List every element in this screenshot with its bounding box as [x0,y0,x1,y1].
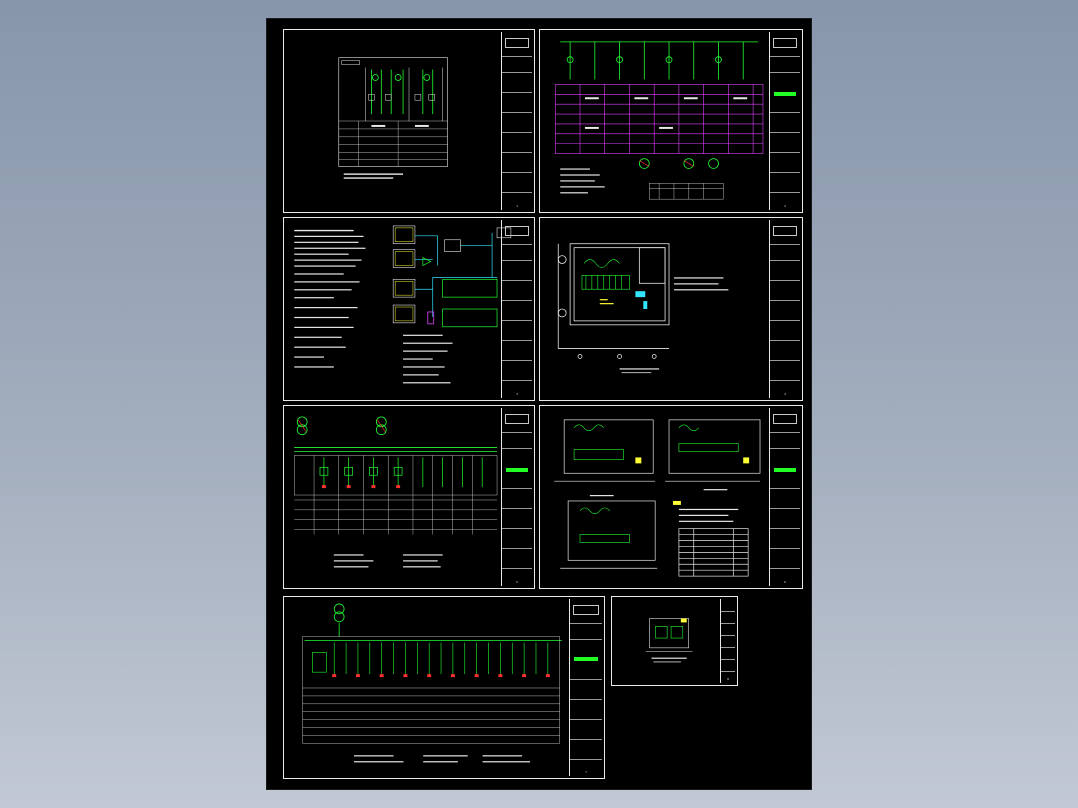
sheet-number: 3 [516,392,518,396]
drawing-sheet-2[interactable]: 2 [539,29,803,213]
sheet-2-drawing [554,41,764,200]
drawing-sheet-8[interactable]: 8 [611,596,738,686]
title-block: 7 [569,599,602,776]
sheet-number: 5 [516,580,518,584]
sheet-1-drawing [338,57,448,179]
title-block: 4 [769,220,800,398]
drawing-sheet-7[interactable]: 7 [283,596,605,779]
drawing-sheet-1[interactable]: 1 [283,29,535,213]
sheet-number: 7 [585,770,587,774]
sheet-8-drawing [645,618,693,663]
title-block: 2 [769,32,800,210]
sheet-number: 4 [784,392,786,396]
drawing-sheet-3[interactable]: 3 [283,217,535,401]
drawing-sheet-5[interactable]: 5 [283,405,535,589]
drawing-sheet-6[interactable]: 6 [539,405,803,589]
sheet-5-drawing [294,416,498,568]
sheet-number: 8 [727,677,729,681]
sheet-number: 2 [784,204,786,208]
sheet-7-drawing [302,603,562,763]
title-block: 6 [769,408,800,586]
drawing-sheet-4[interactable]: 4 [539,217,803,401]
title-block: 3 [501,220,532,398]
sheet-number: 1 [516,204,518,208]
sheet-3-drawing [294,225,512,384]
sheet-number: 6 [784,580,786,584]
title-block: 5 [501,408,532,586]
sheet-6-drawing [554,419,761,577]
title-block: 1 [501,32,532,210]
title-block: 8 [720,599,735,683]
cad-drawing-canvas[interactable]: 1 [266,18,812,790]
sheet-4-drawing [557,243,729,374]
